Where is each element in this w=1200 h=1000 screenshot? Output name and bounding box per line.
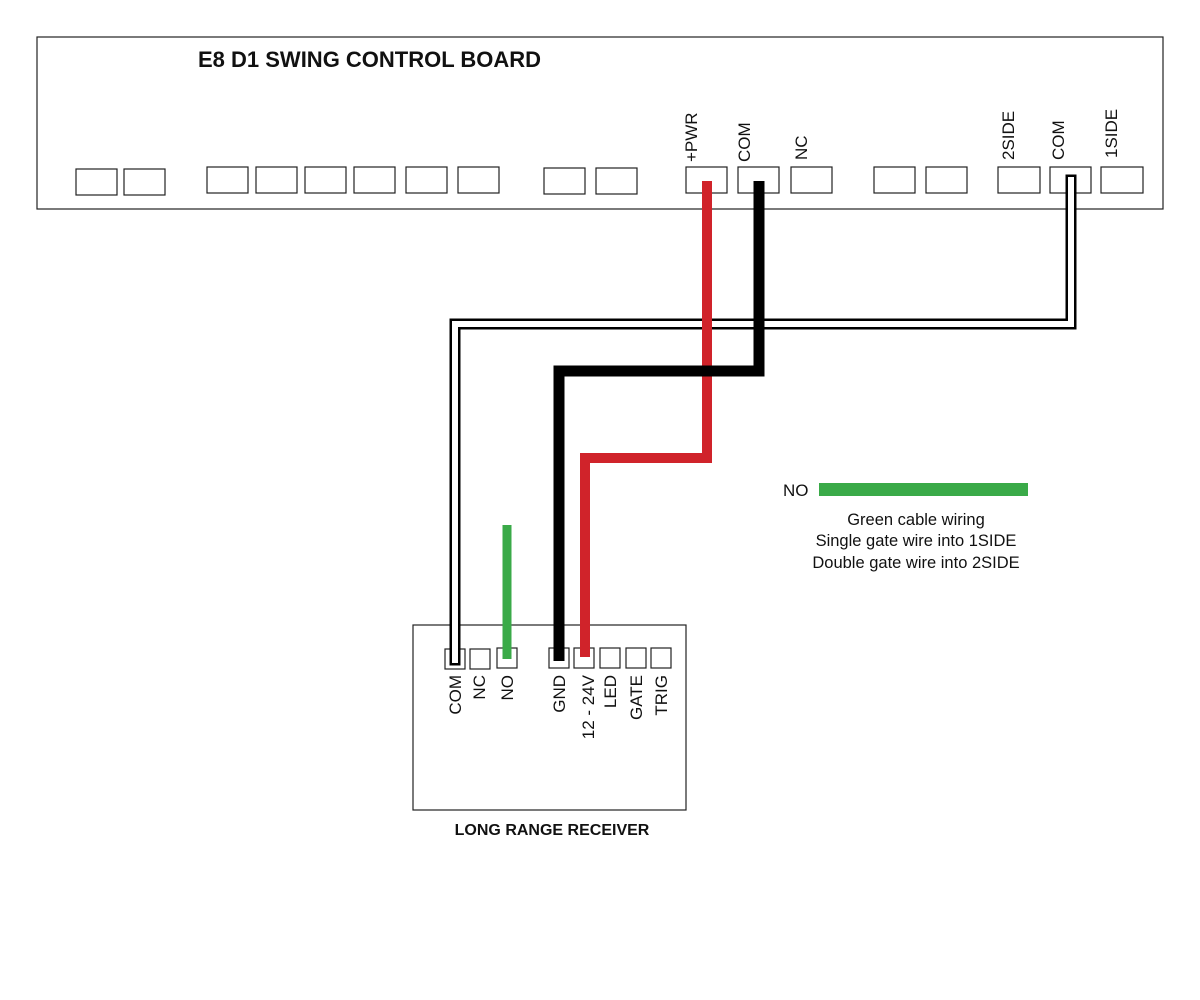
receiver-label-com: COM	[446, 675, 465, 715]
receiver-terminal-nc	[469, 648, 491, 670]
legend-note-line-1: Green cable wiring	[847, 511, 985, 529]
board-terminal	[123, 168, 166, 196]
receiver-label-pwr: 12 - 24V	[579, 674, 598, 739]
board-terminal	[75, 168, 118, 196]
wires	[449, 174, 1077, 666]
board-label-2side: 2SIDE	[999, 111, 1018, 160]
receiver-label-trig: TRIG	[652, 675, 671, 716]
receiver-outline	[412, 624, 687, 811]
control-board-terminals	[75, 166, 1144, 196]
board-terminal-2side	[997, 166, 1041, 194]
board-terminal-1side	[1100, 166, 1144, 194]
receiver-terminal-trig	[650, 647, 672, 669]
legend-green-swatch	[819, 483, 1028, 496]
board-terminal	[255, 166, 298, 194]
receiver-label-nc: NC	[470, 675, 489, 700]
board-terminal	[206, 166, 249, 194]
board-terminal	[457, 166, 500, 194]
board-terminal	[543, 167, 586, 195]
black-wire	[553, 181, 765, 661]
receiver-terminal-led	[599, 647, 621, 669]
control-board-terminal-labels: +PWR COM NC 2SIDE COM 1SIDE	[682, 109, 1121, 162]
control-board: E8 D1 SWING CONTROL BOARD +PWR COM NC	[36, 36, 1164, 210]
receiver-label-gnd: GND	[550, 675, 569, 713]
receiver-label-led: LED	[601, 675, 620, 708]
board-terminal-nc	[790, 166, 833, 194]
board-terminal	[873, 166, 916, 194]
board-label-com-2: COM	[1049, 120, 1068, 160]
receiver-terminal-labels: COM NC NO GND 12 - 24V LED GATE TRIG	[446, 674, 671, 739]
control-board-title: E8 D1 SWING CONTROL BOARD	[198, 47, 541, 72]
legend-note-line-2: Single gate wire into 1SIDE	[816, 532, 1017, 550]
legend-note-line-3: Double gate wire into 2SIDE	[812, 554, 1019, 572]
board-terminal	[353, 166, 396, 194]
board-terminal	[304, 166, 347, 194]
board-terminal	[925, 166, 968, 194]
board-terminal	[405, 166, 448, 194]
receiver-terminal-gate	[625, 647, 647, 669]
legend-label: NO	[783, 481, 809, 500]
board-terminal	[595, 167, 638, 195]
receiver-label-no: NO	[498, 675, 517, 701]
board-label-nc: NC	[792, 135, 811, 160]
board-label-1side: 1SIDE	[1102, 109, 1121, 158]
receiver-label-gate: GATE	[627, 675, 646, 720]
board-label-com: COM	[735, 122, 754, 162]
board-label-pwr: +PWR	[682, 112, 701, 162]
control-board-outline	[36, 36, 1164, 210]
red-wire	[580, 181, 712, 657]
green-wire-legend: NO Green cable wiring Single gate wire i…	[783, 481, 1028, 572]
receiver-title: LONG RANGE RECEIVER	[455, 822, 650, 839]
